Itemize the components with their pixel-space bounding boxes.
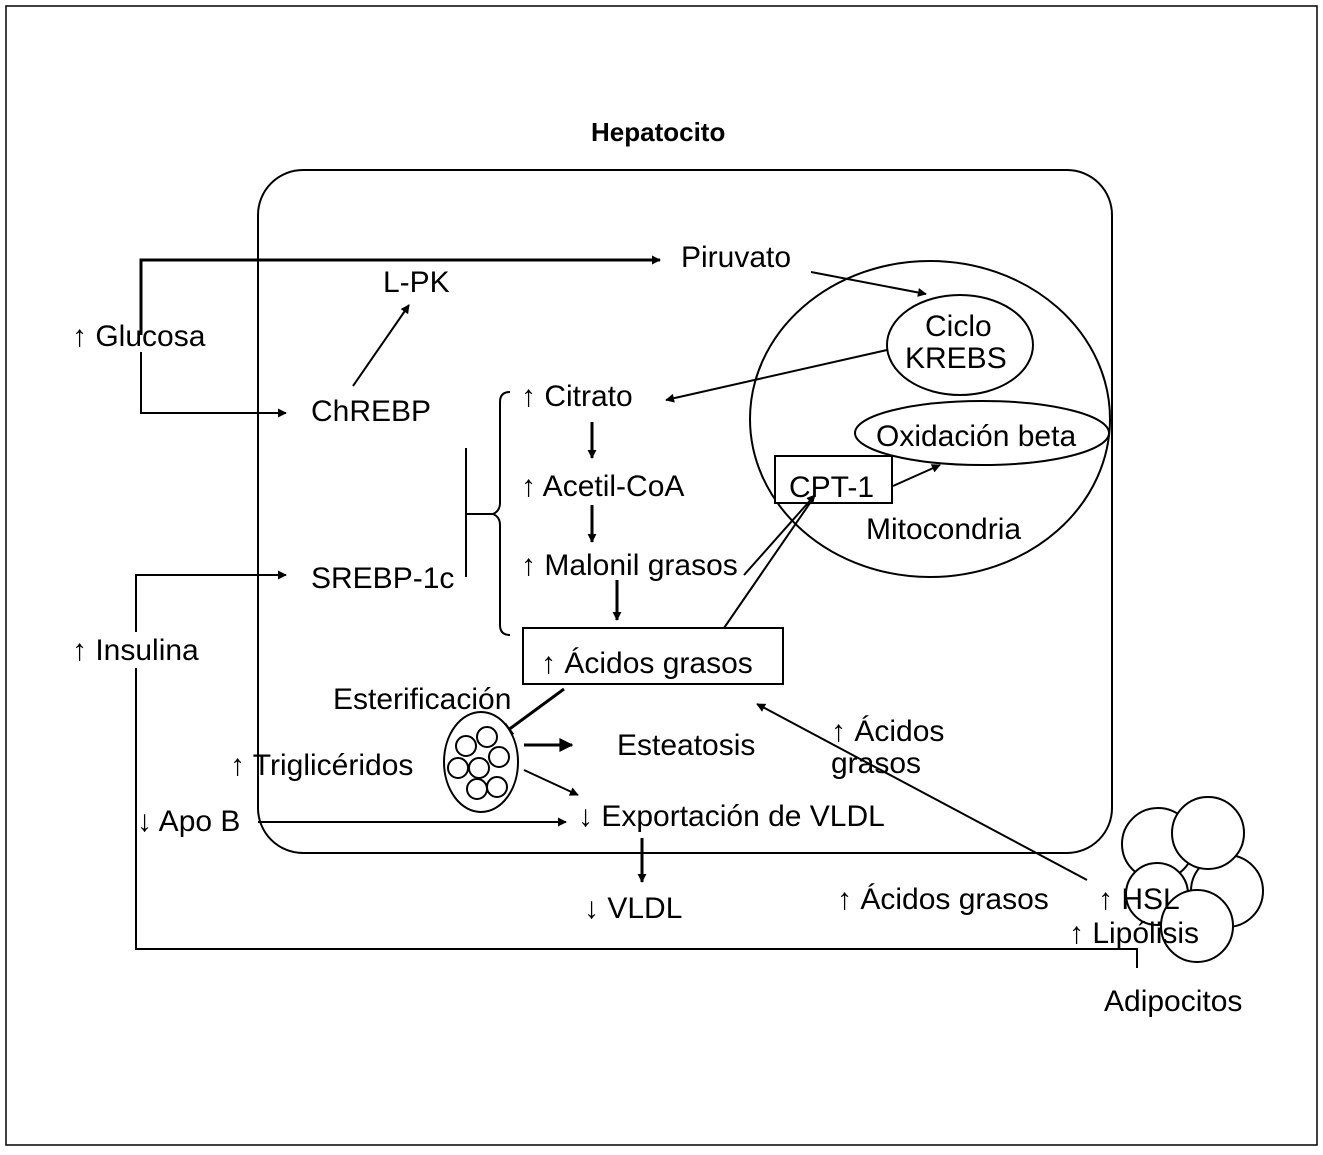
acidos-to-trigliceridos-arrow <box>498 687 565 738</box>
esterificacion-label: Esterificación <box>333 683 511 716</box>
trigliceridos-label: ↑ Triglicéridos <box>230 749 413 782</box>
lipid-droplet <box>443 711 519 813</box>
srebp-bracket <box>490 391 511 636</box>
acidos-right-label-2: grasos <box>831 747 921 780</box>
exportacion-label: ↓ Exportación de VLDL <box>578 800 885 833</box>
malonil-to-cpt1-arrow <box>743 494 816 576</box>
krebs-label: KREBS <box>905 342 1007 375</box>
oxidacion-label: Oxidación beta <box>876 420 1076 453</box>
acidos-box-label: ↑ Ácidos grasos <box>541 647 753 680</box>
insulin-to-srebp-arrow <box>135 570 287 632</box>
acetil-label: ↑ Acetil-CoA <box>521 470 684 503</box>
acidos-right-label: ↑ Ácidos <box>831 715 944 748</box>
adipocytes-cluster <box>1121 796 1264 963</box>
figure-frame <box>5 5 1318 1146</box>
fatty-acids-box <box>522 627 784 685</box>
piruvato-to-krebs-arrow <box>810 271 927 297</box>
krebs-to-citrato-arrow <box>665 349 888 403</box>
insulin-to-lipolysis-line <box>135 668 1138 968</box>
krebs-cycle-node <box>886 294 1034 396</box>
adipocyte-to-acidos-arrow <box>756 703 1088 881</box>
insulina-label: ↑ Insulina <box>72 634 199 667</box>
cpt1-to-oxidation-arrow <box>892 464 941 487</box>
lpk-label: L-PK <box>383 266 450 299</box>
diagram-title: Hepatocito <box>591 117 725 147</box>
citrato-label: ↑ Citrato <box>521 380 633 413</box>
malonil-label: ↑ Malonil grasos <box>521 549 738 582</box>
piruvato-label: Piruvato <box>681 241 791 274</box>
cpt1-label: CPT-1 <box>789 471 874 504</box>
glucose-to-piruvato-arrow <box>139 255 661 335</box>
esteatosis-label: Esteatosis <box>617 729 755 762</box>
vldl-label: ↓ VLDL <box>584 892 682 925</box>
apob-label: ↓ Apo B <box>137 805 240 838</box>
glucose-to-chrebp-arrow <box>140 352 287 418</box>
srebp-label: SREBP-1c <box>311 562 454 595</box>
lipolisis-label: ↑ Lipólisis <box>1069 917 1199 950</box>
mitocondria-label: Mitocondria <box>866 513 1021 546</box>
ciclo-label: Ciclo <box>925 310 992 343</box>
hepatocyte-boundary <box>257 169 1113 854</box>
beta-oxidation-node <box>854 400 1110 466</box>
chrebp-label: ChREBP <box>311 395 431 428</box>
trigliceridos-to-exportacion-arrow <box>523 769 579 796</box>
glucosa-label: ↑ Glucosa <box>72 320 206 353</box>
acidos-bottom-label: ↑ Ácidos grasos <box>837 883 1049 916</box>
cpt1-box <box>774 455 893 504</box>
hsl-label: ↑ HSL <box>1098 883 1180 916</box>
adipocitos-label: Adipocitos <box>1104 985 1242 1018</box>
acidos-to-cpt1-line <box>723 502 811 629</box>
chrebp-to-lpk-arrow <box>352 304 410 387</box>
